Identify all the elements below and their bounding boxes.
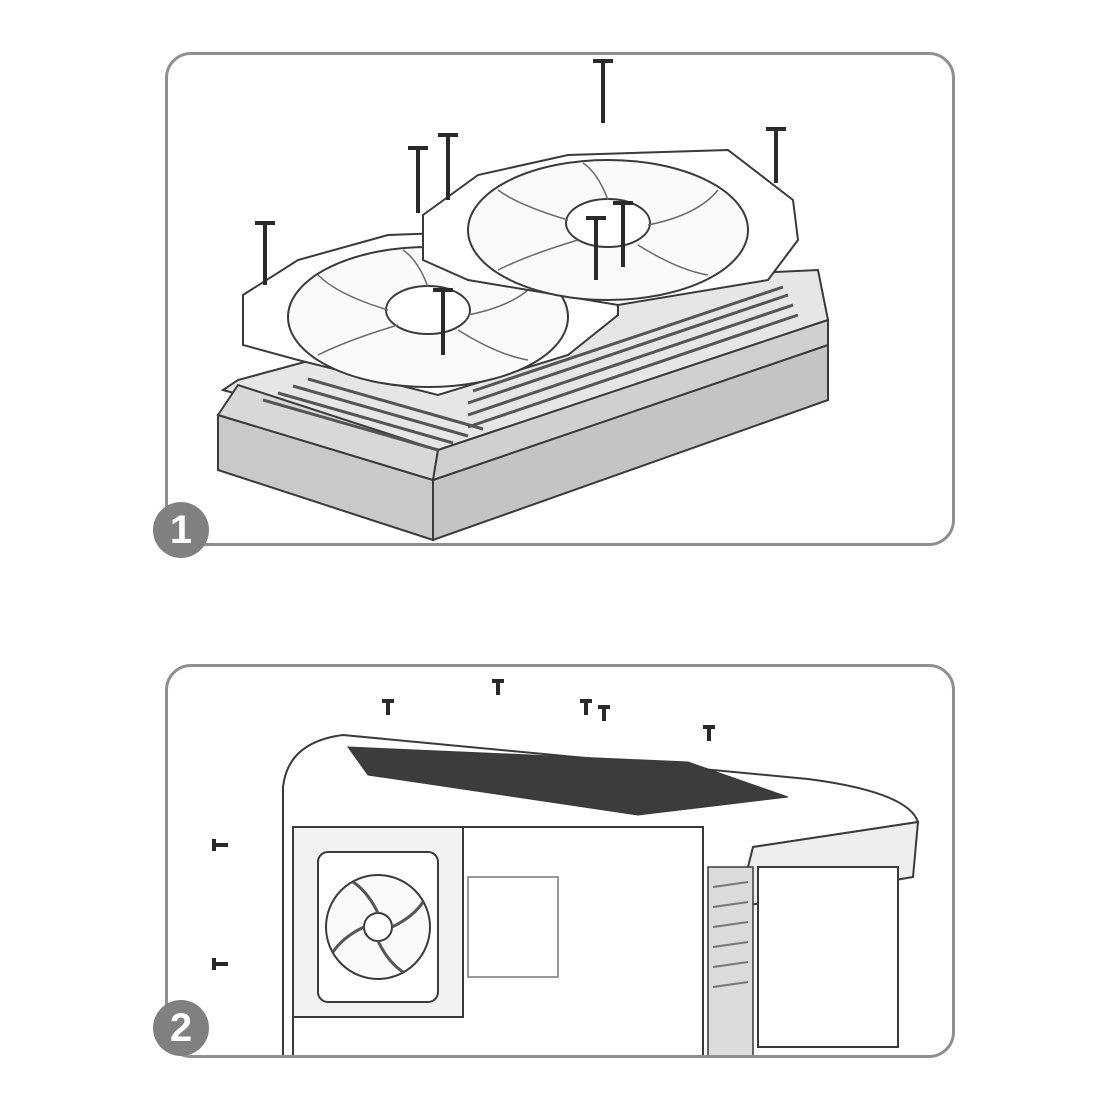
step-1-illustration (216, 59, 830, 542)
step-2-illustration (212, 679, 920, 1055)
step-number-badge: 2 (153, 1000, 209, 1056)
fan-icon (317, 851, 439, 1003)
fan-icon (422, 148, 800, 307)
step-2-panel (165, 664, 955, 1058)
screw-icon (212, 679, 715, 970)
screw-icon (255, 59, 786, 355)
step-number-badge: 1 (153, 502, 209, 558)
radiator-icon (216, 268, 830, 542)
step-1-panel (165, 52, 955, 546)
